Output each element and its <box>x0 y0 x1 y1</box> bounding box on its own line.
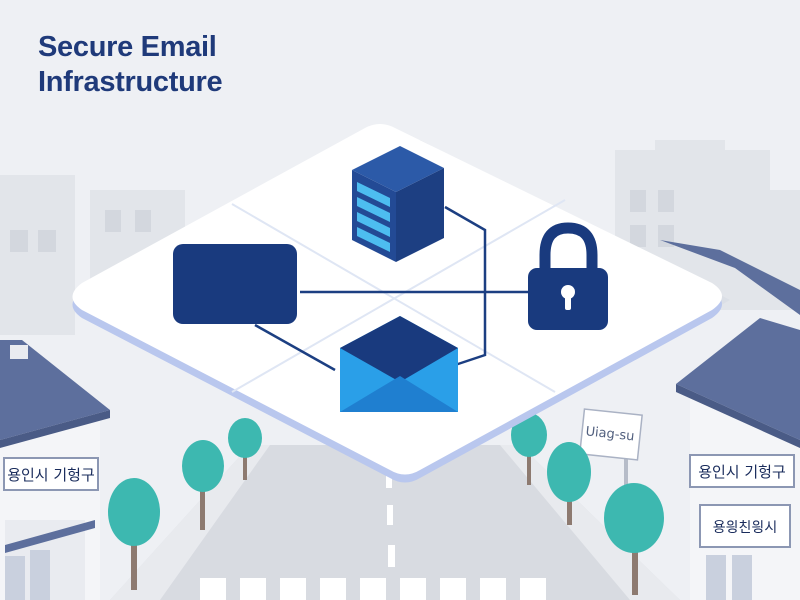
title-line-1: Secure Email <box>38 31 217 63</box>
right-shop-sign-top <box>689 454 795 488</box>
right-shop-sign-top-text: 용인시 기헝구 <box>698 463 786 481</box>
left-shop-sign <box>3 457 99 491</box>
right-shop-sign-bottom-text: 용읭친읭시 <box>713 520 777 536</box>
left-shop-sign-text: 용인시 기헝구 <box>7 466 95 484</box>
left-building: 용인시 기헝구 <box>0 340 110 600</box>
connection-lines <box>254 205 528 372</box>
right-building: 용인시 기헝구 용읭친읭시 <box>660 240 800 600</box>
right-shop-sign-bottom <box>699 504 791 548</box>
road-markings <box>200 470 546 600</box>
monitor-icon <box>173 244 297 324</box>
envelope-icon <box>340 316 458 412</box>
title-line-2: Infrastructure <box>38 66 223 98</box>
street-sign-text: Uiag-su <box>585 424 635 444</box>
trees <box>108 413 664 595</box>
street-sign: Uiag-su <box>578 408 643 510</box>
server-icon <box>352 146 444 262</box>
lock-icon <box>528 222 608 330</box>
platform-grid <box>231 199 566 393</box>
page-title: Secure Email Infrastructure <box>38 30 223 100</box>
